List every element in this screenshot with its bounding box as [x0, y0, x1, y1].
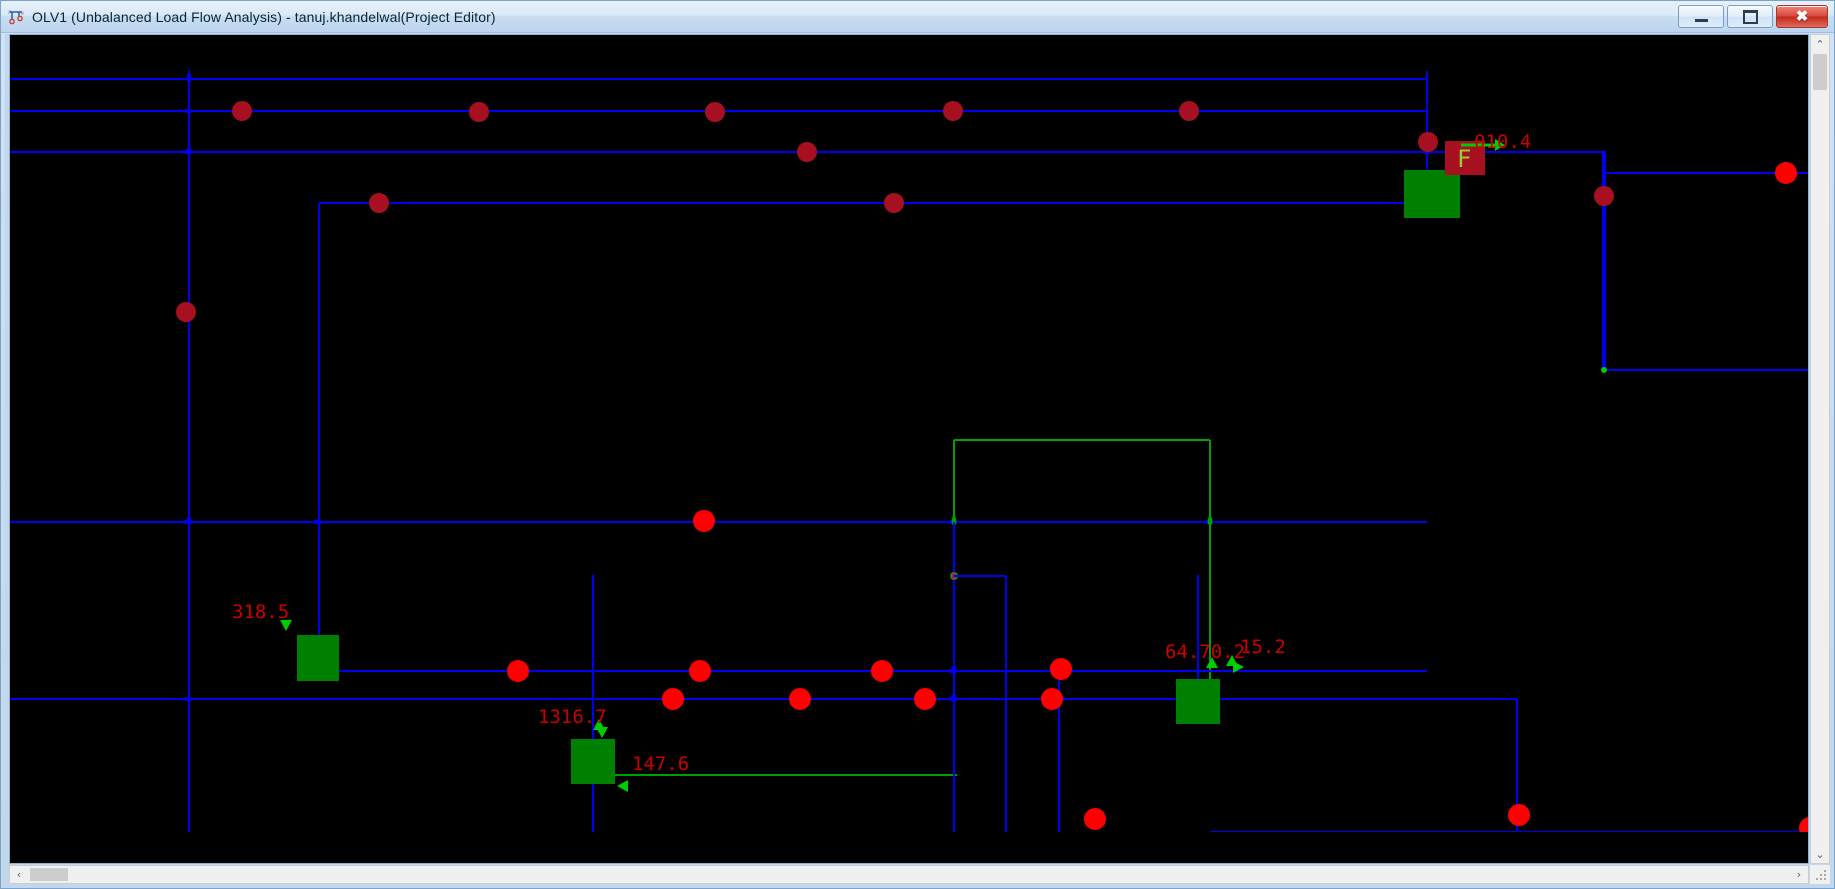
vertical-scrollbar-thumb[interactable] — [1813, 54, 1827, 90]
bus-node[interactable] — [1179, 101, 1199, 121]
bus-node[interactable] — [1041, 688, 1063, 710]
bus-node[interactable] — [693, 510, 715, 532]
flow-direction-arrow — [280, 620, 292, 631]
result-label: 147.6 — [632, 753, 689, 775]
load-symbol-load-center-bottom[interactable] — [571, 739, 615, 784]
bus-line[interactable] — [951, 522, 957, 832]
title-bar: p g OLV1 (Unbalanced Load Flow Analysis)… — [1, 1, 1834, 33]
window-controls: ✖ — [1678, 5, 1828, 28]
horizontal-scrollbar-thumb[interactable] — [30, 868, 68, 881]
bus-node[interactable] — [1775, 162, 1797, 184]
bus-node[interactable] — [871, 660, 893, 682]
fault-flow-arrowhead — [1495, 139, 1505, 151]
flow-direction-arrow — [617, 780, 628, 792]
bus-node[interactable] — [232, 101, 252, 121]
bus-node[interactable] — [1418, 132, 1438, 152]
bus-node[interactable] — [469, 102, 489, 122]
bus-node[interactable] — [662, 688, 684, 710]
bus-node[interactable] — [176, 302, 196, 322]
bus-node[interactable] — [705, 102, 725, 122]
bus-node[interactable] — [943, 101, 963, 121]
load-symbol-load-right-bottom[interactable] — [1176, 679, 1220, 724]
horizontal-scrollbar[interactable]: ‹ › — [9, 865, 1809, 884]
bus-node[interactable] — [914, 688, 936, 710]
one-line-view-icon: p g — [8, 8, 26, 26]
bus-node[interactable] — [1084, 808, 1106, 830]
bus-node[interactable] — [1508, 804, 1530, 826]
bus-node[interactable] — [1594, 186, 1614, 206]
flow-direction-arrow — [596, 727, 608, 738]
chevron-up-icon: ⌃ — [1815, 37, 1825, 51]
resize-grip[interactable] — [1810, 865, 1830, 884]
flow-direction-arrow — [1206, 657, 1218, 668]
minimize-button[interactable] — [1678, 5, 1724, 28]
green-endpoint-node — [1601, 367, 1607, 373]
fault-marker-box[interactable] — [1445, 141, 1485, 175]
bus-line[interactable] — [10, 519, 1427, 525]
bus-line[interactable] — [10, 149, 1606, 155]
result-label: 64.70.2 — [1165, 641, 1245, 663]
load-symbol-load-top-right[interactable] — [1404, 170, 1460, 218]
scroll-down-button[interactable]: ⌄ — [1811, 845, 1829, 863]
result-label: 1316.7 — [538, 706, 607, 728]
chevron-down-icon: ⌄ — [1815, 847, 1825, 861]
bus-node[interactable] — [1050, 658, 1072, 680]
bus-node[interactable] — [797, 142, 817, 162]
bus-line[interactable] — [1207, 440, 1213, 685]
result-label: 318.5 — [232, 601, 289, 623]
chevron-left-icon: ‹ — [16, 868, 22, 881]
bus-node[interactable] — [689, 660, 711, 682]
svg-text:p: p — [9, 9, 12, 14]
maximize-button[interactable] — [1727, 5, 1773, 28]
vertical-scrollbar[interactable]: ⌃ ⌄ — [1810, 34, 1830, 864]
window-title: OLV1 (Unbalanced Load Flow Analysis) - t… — [32, 8, 496, 25]
minimize-icon — [1694, 18, 1708, 22]
result-label: 15.2 — [1240, 636, 1286, 658]
svg-text:g: g — [21, 10, 24, 15]
scroll-right-button[interactable]: › — [1790, 866, 1808, 883]
close-button[interactable]: ✖ — [1776, 5, 1828, 28]
bus-node[interactable] — [507, 660, 529, 682]
chevron-right-icon: › — [1796, 868, 1802, 881]
bus-node[interactable] — [369, 193, 389, 213]
load-symbol-load-left[interactable] — [297, 635, 339, 681]
flow-direction-arrow — [1233, 661, 1244, 673]
close-icon: ✖ — [1795, 8, 1809, 25]
bus-line[interactable] — [186, 71, 192, 832]
grip-dots-icon — [1816, 870, 1828, 882]
bus-node[interactable] — [1799, 817, 1809, 832]
fault-letter: F — [1457, 145, 1471, 173]
result-label: 010.4 — [1474, 131, 1531, 153]
bus-node[interactable] — [884, 193, 904, 213]
scroll-up-button[interactable]: ⌃ — [1811, 35, 1829, 53]
bus-line[interactable] — [10, 108, 1427, 114]
scroll-left-button[interactable]: ‹ — [10, 866, 28, 883]
bus-node[interactable] — [789, 688, 811, 710]
maximize-icon — [1742, 9, 1758, 24]
